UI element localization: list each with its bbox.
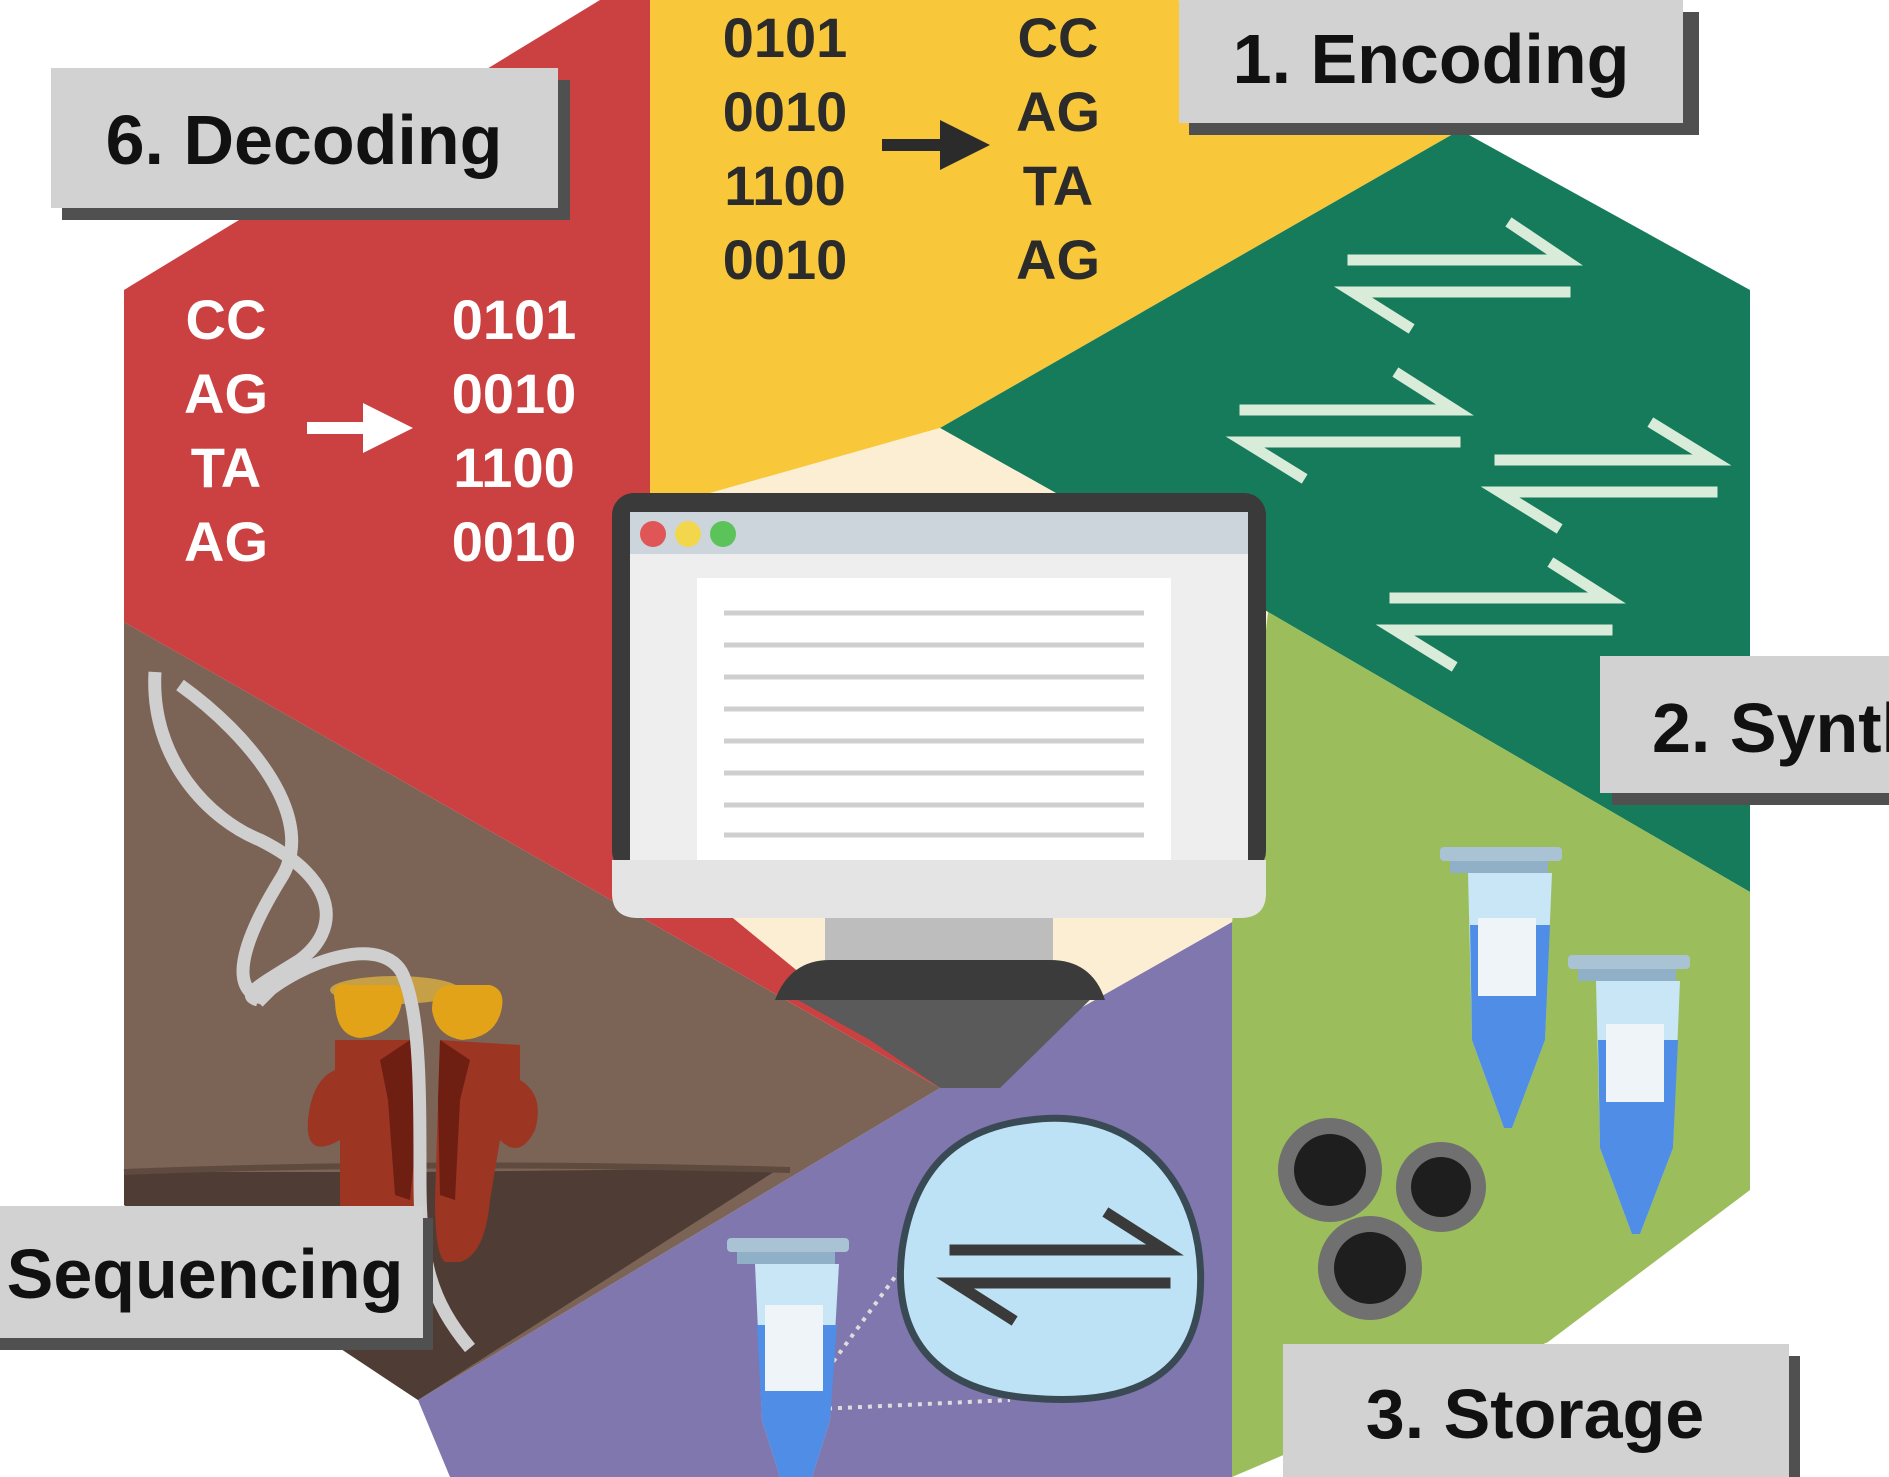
decoding-arrow-icon — [307, 403, 413, 453]
decoding-bases-4: AG — [184, 510, 268, 573]
encoding-binary-2: 0010 — [723, 80, 848, 143]
label-storage: 3. Storage — [1283, 1344, 1800, 1477]
synthesis-duplexes — [1225, 217, 1732, 672]
decoding-panel: CC AG TA AG 0101 0010 1100 0010 — [184, 288, 576, 573]
magnetic-bead-icon — [1318, 1216, 1422, 1320]
monitor-chin — [612, 860, 1266, 918]
sequencing-items — [148, 671, 538, 1353]
decoding-bases-2: AG — [184, 362, 268, 425]
synthesis-wedge — [940, 130, 1750, 892]
dna-duplex-icon — [1480, 417, 1732, 534]
encoding-bases-1: CC — [1018, 6, 1099, 69]
magnetic-bead-icon — [1396, 1142, 1486, 1232]
computer-monitor-icon — [612, 493, 1266, 1088]
monitor-base — [775, 960, 1105, 1000]
label-sequencing-text: Sequencing — [7, 1235, 404, 1313]
decoding-bases-1: CC — [186, 288, 267, 351]
encoding-arrow-icon — [882, 120, 990, 170]
magnetic-bead-icon — [1278, 1118, 1382, 1222]
decoding-bases-3: TA — [191, 436, 262, 499]
encoding-bases-3: TA — [1023, 154, 1094, 217]
label-synthesis: 2. Synth — [1600, 656, 1889, 805]
decoding-binary-4: 0010 — [452, 510, 577, 573]
retrieval-items — [727, 1114, 1205, 1477]
document-page — [697, 578, 1171, 860]
encoding-panel: 0101 0010 1100 0010 CC AG TA AG — [723, 6, 1100, 291]
label-storage-text: 3. Storage — [1366, 1375, 1704, 1453]
label-encoding-text: 1. Encoding — [1233, 20, 1630, 98]
decoding-binary-2: 0010 — [452, 362, 577, 425]
window-minimize-icon — [675, 521, 701, 547]
monitor-neck — [825, 915, 1053, 960]
window-maximize-icon — [710, 521, 736, 547]
label-synthesis-text: 2. Synth — [1652, 689, 1889, 767]
encoding-binary-3: 1100 — [724, 154, 846, 217]
storage-items — [1278, 847, 1690, 1320]
microcentrifuge-tube-icon — [1568, 955, 1690, 1234]
zoom-bubble — [897, 1114, 1205, 1403]
document-lines — [724, 610, 1144, 838]
nanopore-protein-icon — [307, 976, 538, 1262]
encoding-bases-4: AG — [1016, 228, 1100, 291]
microcentrifuge-tube-icon — [1440, 847, 1562, 1128]
dna-duplex-icon — [936, 1207, 1184, 1326]
label-decoding-text: 6. Decoding — [106, 101, 503, 179]
encoding-binary-4: 0010 — [723, 228, 848, 291]
window-close-icon — [640, 521, 666, 547]
dna-duplex-icon — [1333, 217, 1584, 334]
monitor-stand-shadow — [780, 990, 1100, 1088]
microcentrifuge-tube-icon — [727, 1238, 849, 1477]
dna-duplex-icon — [1375, 557, 1626, 672]
decoding-binary-3: 1100 — [453, 436, 575, 499]
label-sequencing: Sequencing — [0, 1206, 433, 1350]
dna-duplex-icon — [1225, 367, 1474, 484]
encoding-binary-1: 0101 — [723, 6, 848, 69]
label-encoding: 1. Encoding — [1179, 0, 1699, 135]
decoding-binary-1: 0101 — [452, 288, 577, 351]
label-decoding: 6. Decoding — [51, 68, 570, 220]
encoding-bases-2: AG — [1016, 80, 1100, 143]
